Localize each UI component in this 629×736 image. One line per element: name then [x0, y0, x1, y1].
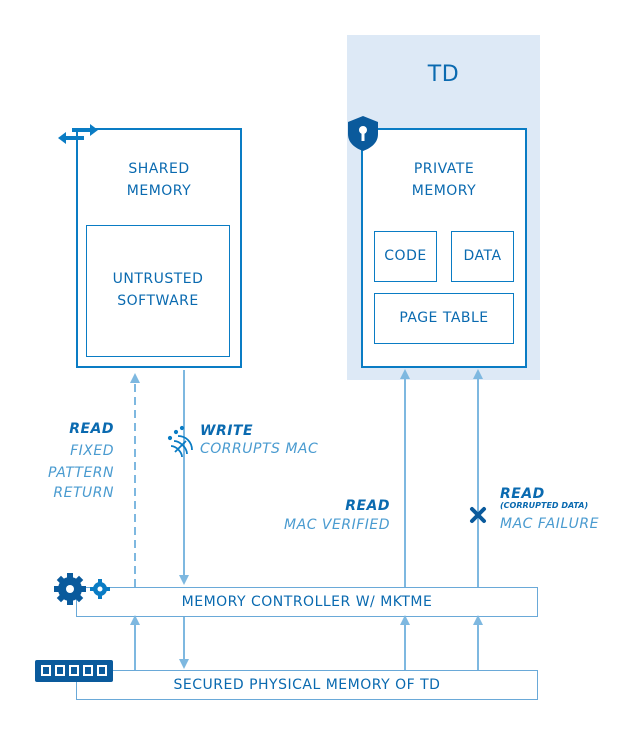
memory-controller-label: MEMORY CONTROLLER W/ MKTME — [181, 594, 433, 610]
write-line1: CORRUPTS MAC — [200, 441, 319, 457]
read-fixed-line2: PATTERN — [48, 465, 114, 481]
untrusted-software-label-2: SOFTWARE — [117, 293, 199, 309]
data-label: DATA — [463, 248, 502, 264]
gears-icon — [54, 573, 110, 605]
shared-arrows-icon — [58, 124, 98, 144]
read-verified-head: READ — [345, 498, 390, 514]
page-table-box — [374, 293, 514, 344]
read-corrupted-head: READ — [500, 486, 545, 502]
read-corrupted-sub: (CORRUPTED DATA) — [500, 501, 589, 510]
satellite-attack-icon — [167, 425, 193, 458]
page-table-label: PAGE TABLE — [399, 310, 489, 326]
shared-memory-title-1: SHARED — [128, 161, 190, 177]
memory-chip-icon — [35, 660, 113, 682]
shared-memory-title-2: MEMORY — [126, 183, 192, 199]
code-box — [374, 231, 437, 282]
x-mark-icon — [470, 507, 486, 523]
read-fixed-head: READ — [69, 421, 114, 437]
read-corrupted-line1: MAC FAILURE — [500, 516, 599, 532]
physical-memory-bar — [76, 670, 538, 700]
write-head: WRITE — [200, 423, 254, 439]
memory-controller-bar — [76, 587, 538, 617]
untrusted-software-label-1: UNTRUSTED — [112, 271, 204, 287]
read-fixed-line3: RETURN — [53, 485, 114, 501]
untrusted-software-box — [86, 225, 230, 357]
shield-lock-icon — [348, 116, 378, 151]
data-box — [451, 231, 514, 282]
private-memory-title-2: MEMORY — [411, 183, 477, 199]
private-memory-title-1: PRIVATE — [413, 161, 475, 177]
physical-memory-label: SECURED PHYSICAL MEMORY OF TD — [173, 677, 441, 693]
td-title: TD — [427, 62, 460, 87]
read-fixed-line1: FIXED — [70, 443, 114, 459]
read-verified-line1: MAC VERIFIED — [284, 517, 390, 533]
code-label: CODE — [384, 248, 427, 264]
